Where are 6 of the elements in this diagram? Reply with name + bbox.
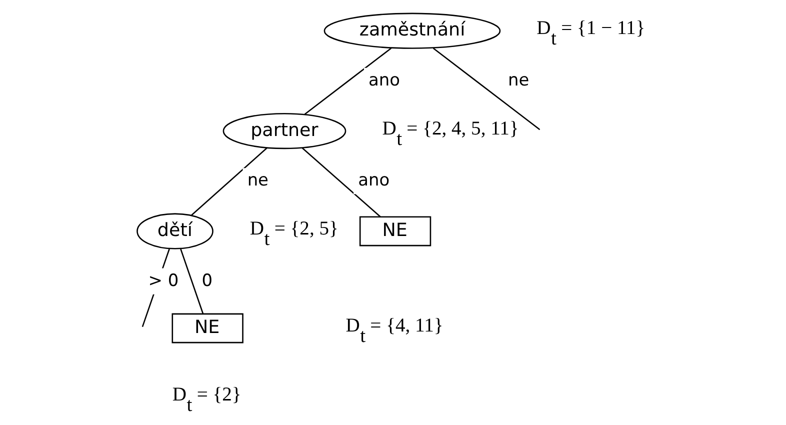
edge-label: > 0 <box>148 270 179 290</box>
edge-label: ano <box>358 170 390 190</box>
edge-label: ano <box>368 69 400 90</box>
edge-label: ne <box>508 69 530 90</box>
edge-label: 0 <box>202 270 212 290</box>
edge-label: ne <box>247 170 268 190</box>
